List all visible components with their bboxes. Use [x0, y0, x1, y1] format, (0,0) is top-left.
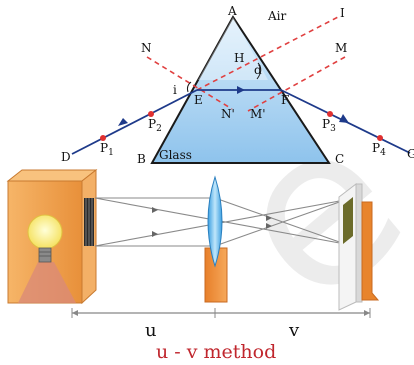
vertex-c-label: C: [335, 152, 344, 166]
incidence-angle-label: i: [173, 83, 177, 97]
pin-p2-marker: [148, 111, 154, 117]
pin-p4-label: P4: [372, 141, 386, 158]
refracted-ray-arrowhead: [237, 86, 245, 94]
lamp-box: [6, 168, 98, 305]
ray-end-g-label: G: [407, 147, 414, 161]
medium-air-label: Air: [267, 9, 287, 23]
deviation-angle-label: d: [254, 63, 262, 77]
normal-n-label: N: [141, 41, 152, 55]
optical-bench: u v: [6, 168, 380, 341]
normal-line-at-exit: [247, 56, 346, 112]
screen-panel-edge: [355, 183, 363, 303]
object-distance-u-label: u: [145, 320, 157, 341]
distance-scale: [71, 308, 371, 318]
convex-lens-assembly: [204, 175, 228, 303]
incidence-angle-arc: [186, 81, 192, 93]
vertex-a-label: A: [227, 4, 237, 18]
screen-stand: [361, 201, 380, 301]
incident-ray: [71, 89, 198, 155]
lamp-box-top: [6, 169, 98, 182]
bench-ray-arrows: [152, 207, 272, 237]
deviation-angle-arc: [256, 62, 262, 80]
incident-ray-arrowhead: [118, 118, 128, 126]
screen-assembly: [338, 182, 380, 311]
normal-n-prime-label: N': [221, 107, 235, 121]
diagram-caption: u - v method: [156, 341, 276, 363]
exit-point-f-label: F: [281, 93, 289, 107]
pin-p3-label: P3: [322, 117, 336, 134]
image-on-screen: [343, 197, 353, 244]
vertex-b-label: B: [137, 152, 146, 166]
normal-m-label: M: [335, 41, 347, 55]
wire-gauze-mesh: [85, 198, 93, 246]
normal-m-prime-label: M': [250, 107, 266, 121]
foot-h-label: H: [234, 51, 244, 65]
medium-glass-label: Glass: [159, 148, 192, 162]
extension-end-label: I: [340, 6, 345, 20]
light-bulb-icon: [27, 214, 63, 250]
pin-p1-label: P1: [100, 141, 114, 158]
image-distance-v-label: v: [288, 320, 300, 341]
pin-p3-marker: [327, 111, 333, 117]
ray-start-d-label: D: [61, 150, 71, 164]
emergent-ray-arrowhead: [339, 114, 349, 123]
bulb-base: [38, 247, 52, 263]
convex-lens: [207, 175, 223, 268]
pin-p1-marker: [100, 135, 106, 141]
lamp-light-cone: [18, 262, 76, 303]
pin-p4-marker: [377, 135, 383, 141]
prism-diagram: A Air I N M H d i E F N' M' B Glass C D …: [61, 4, 414, 166]
pin-p2-label: P2: [148, 117, 162, 134]
prism-apex-highlight: [198, 17, 268, 80]
entry-point-e-label: E: [194, 93, 203, 107]
